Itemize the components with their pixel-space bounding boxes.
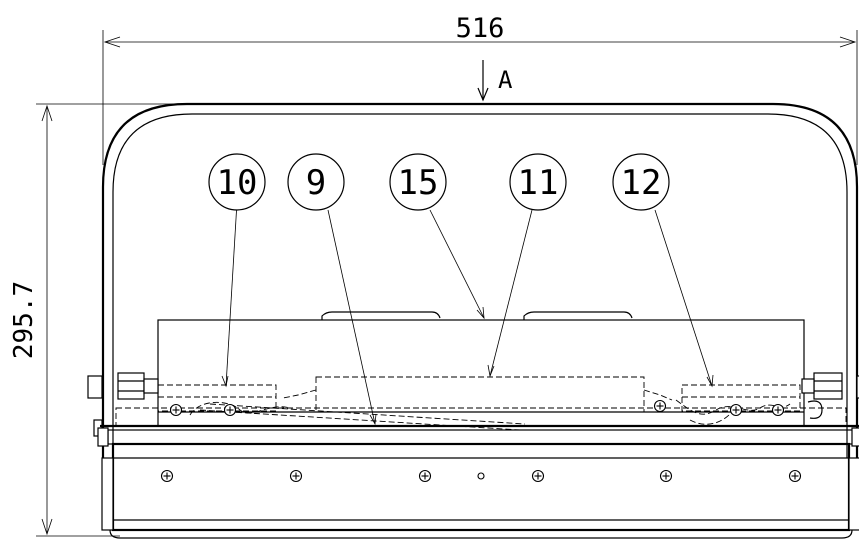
width-dimension-label: 516 — [456, 13, 505, 44]
callout-10-label: 10 — [217, 163, 258, 203]
bottom-feet — [109, 529, 853, 539]
callout-9: 9 — [287, 153, 345, 211]
right-bolt-assembly — [801, 372, 859, 419]
callout-12-label: 12 — [621, 163, 662, 203]
callout-15-label: 15 — [398, 163, 439, 203]
upper-housing — [157, 311, 805, 427]
height-dimension: 295.7 — [9, 103, 178, 537]
callout-11: 11 — [509, 153, 567, 211]
callout-leaders — [221, 201, 714, 426]
width-dimension: 516 — [102, 13, 858, 165]
carry-handle — [101, 102, 859, 458]
callout-9-label: 9 — [306, 163, 326, 203]
callout-11-label: 11 — [518, 163, 559, 203]
view-a-marker: A — [477, 60, 513, 102]
callout-12: 12 — [612, 153, 670, 211]
base-screws — [160, 469, 802, 483]
base-plate — [97, 424, 859, 532]
hidden-components — [115, 376, 847, 431]
height-dimension-label: 295.7 — [9, 281, 39, 359]
callout-10: 10 — [208, 153, 266, 211]
callout-15: 15 — [389, 153, 447, 211]
view-a-label: A — [498, 66, 513, 94]
